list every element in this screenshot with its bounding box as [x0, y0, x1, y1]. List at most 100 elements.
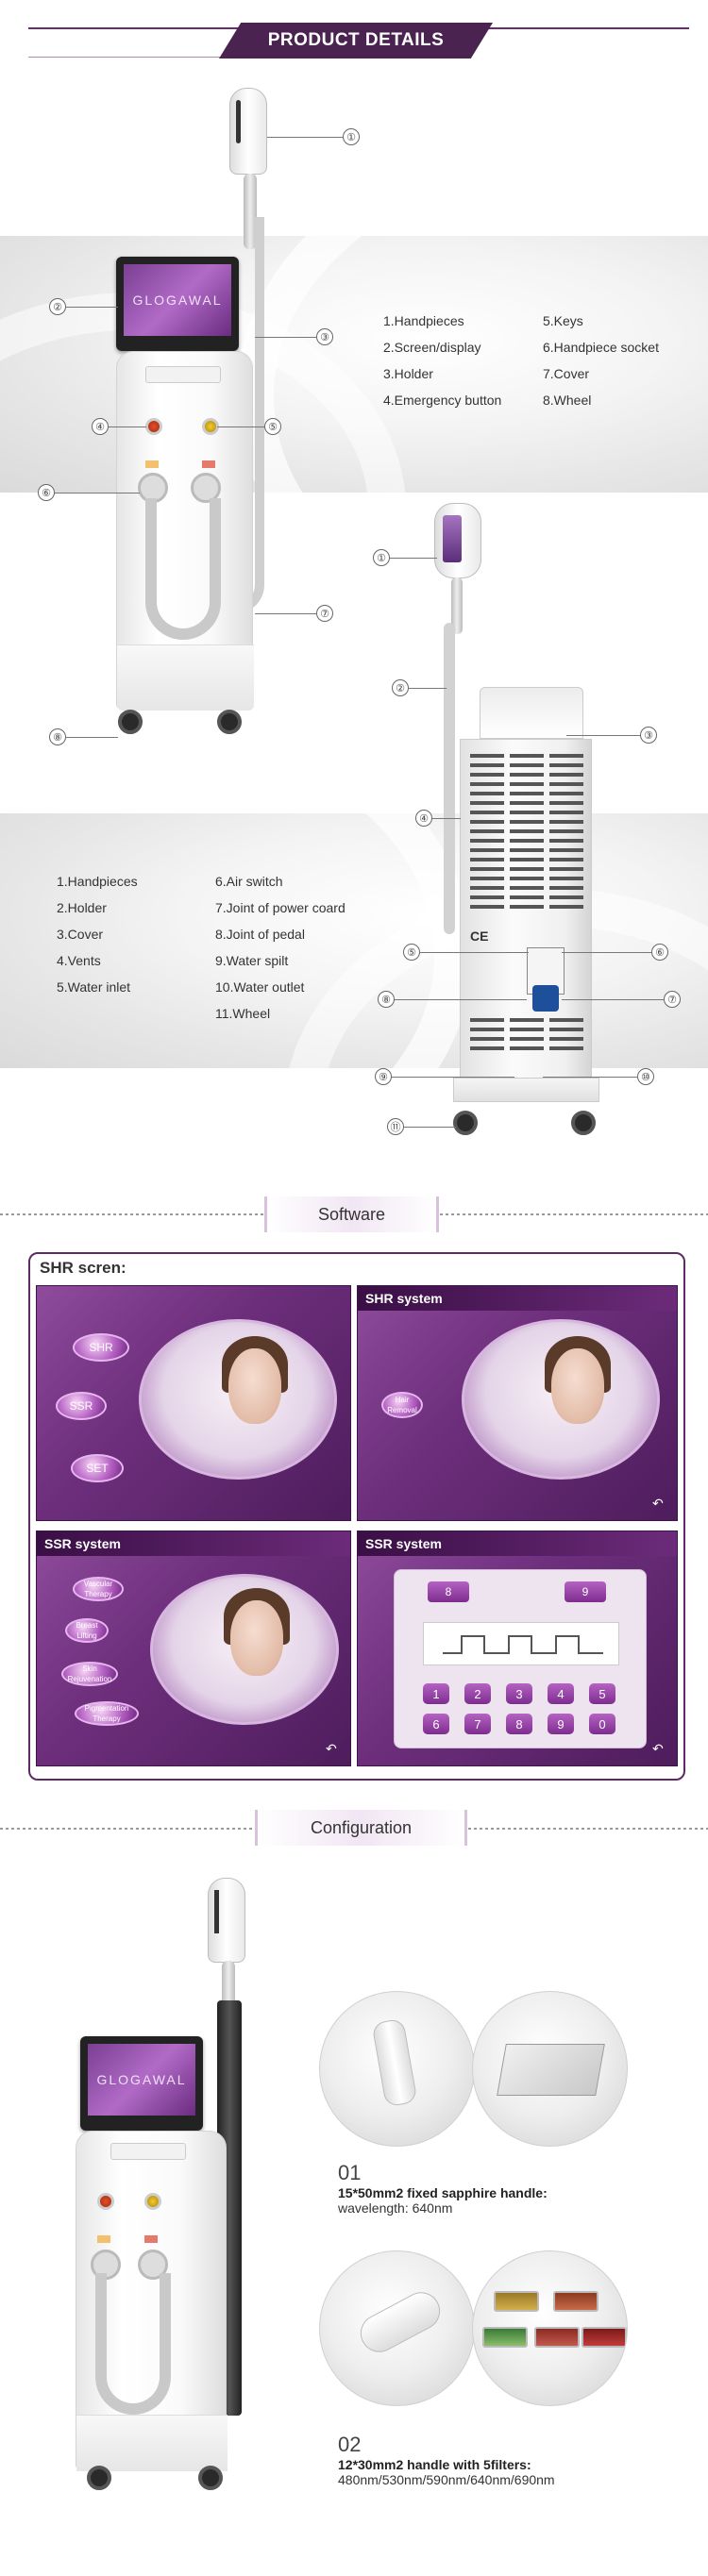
key[interactable]: 0 — [589, 1714, 615, 1734]
key[interactable]: 2 — [464, 1683, 491, 1704]
side-body: CE — [460, 739, 592, 1079]
callout-3: ③ — [640, 727, 657, 744]
legend-item: 9.Water spilt — [215, 953, 289, 968]
pulse-graph — [423, 1622, 619, 1665]
machine-base — [117, 644, 254, 711]
panel-shr-system: SHR system Hair Removal ↶ — [357, 1285, 678, 1521]
callout-8: ⑧ — [378, 991, 395, 1008]
handle-image-1 — [319, 1991, 475, 2147]
legend-item: 6.Air switch — [215, 874, 283, 889]
legend-item: 7.Joint of power coard — [215, 900, 346, 915]
section-title-configuration: Configuration — [255, 1810, 467, 1846]
vent — [470, 1018, 504, 1056]
item-title: 15*50mm2 fixed sapphire handle: — [338, 2185, 548, 2200]
hair-removal-button[interactable]: Hair Removal — [381, 1392, 423, 1418]
handle-image-2 — [319, 2250, 475, 2406]
skin-rejuvenation-button[interactable]: Skin Rejuvenation — [61, 1662, 118, 1686]
divider — [434, 1213, 708, 1215]
handpiece-cables — [145, 498, 221, 640]
indicator-label — [97, 2235, 110, 2243]
key[interactable]: 5 — [589, 1683, 615, 1704]
crystal-shape — [497, 2044, 605, 2096]
vent — [549, 754, 583, 914]
callout-7: ⑦ — [664, 991, 681, 1008]
callout-line — [255, 613, 316, 614]
callout-line — [562, 999, 664, 1000]
handpiece-cables — [95, 2273, 171, 2415]
keypad-area: 8 9 1 2 3 4 5 6 7 8 9 0 — [394, 1569, 647, 1748]
key[interactable]: 7 — [464, 1714, 491, 1734]
side-legend-col2: 6.Air switch 7.Joint of power coard 8.Jo… — [215, 868, 346, 1027]
face-oval — [462, 1319, 660, 1480]
ssr-button[interactable]: SSR — [56, 1392, 107, 1420]
param-button-a[interactable]: 8 — [428, 1581, 469, 1602]
item-title: 12*30mm2 handle with 5filters: — [338, 2457, 531, 2472]
touch-screen: GLOGAWAL — [116, 257, 239, 351]
screen-display: GLOGAWAL — [124, 264, 231, 336]
face — [230, 1600, 283, 1676]
callout-4: ④ — [92, 418, 109, 435]
callout-2: ② — [392, 679, 409, 696]
handpiece-top — [229, 88, 267, 175]
legend-item: 11.Wheel — [215, 1006, 271, 1021]
vent — [510, 1018, 544, 1056]
callout-7: ⑦ — [316, 605, 333, 622]
vascular-therapy-button[interactable]: Vascular Therapy — [73, 1577, 124, 1601]
handle-shape — [353, 2285, 447, 2359]
callout-line — [392, 1077, 514, 1078]
set-button[interactable]: SET — [71, 1454, 124, 1482]
callout-line — [267, 137, 343, 138]
side-base — [453, 1078, 599, 1102]
pulse-wave — [443, 1635, 603, 1654]
legend-item: 1.Handpieces — [57, 874, 138, 889]
key[interactable]: 9 — [548, 1714, 574, 1734]
software-label: SHR scren: — [40, 1259, 126, 1277]
section-title-text: Configuration — [310, 1817, 413, 1837]
callout-5: ⑤ — [403, 944, 420, 961]
front-legend-col2: 5.Keys 6.Handpiece socket 7.Cover 8.Whee… — [543, 308, 659, 413]
section-title-text: Software — [317, 1204, 386, 1224]
back-icon[interactable]: ↶ — [652, 1741, 664, 1756]
crystal-image-1 — [472, 1991, 628, 2147]
back-icon[interactable]: ↶ — [326, 1741, 337, 1756]
callout-line — [432, 818, 461, 819]
item-number: 02 — [338, 2433, 362, 2456]
wheel-icon — [453, 1111, 478, 1135]
panel-ssr-system: SSR system Vascular Therapy Breast Lifti… — [36, 1531, 351, 1766]
param-button-b[interactable]: 9 — [565, 1581, 606, 1602]
legend-item: 4.Vents — [57, 953, 101, 968]
shr-button[interactable]: SHR — [73, 1333, 129, 1362]
key[interactable]: 1 — [423, 1683, 449, 1704]
wheel-icon — [571, 1111, 596, 1135]
emergency-button-icon — [145, 418, 162, 435]
divider — [0, 1213, 269, 1215]
panel-title: SHR system — [358, 1286, 677, 1311]
callout-line — [66, 307, 118, 308]
callout-1: ① — [343, 128, 360, 145]
side-handpiece — [434, 503, 481, 578]
callout-4: ④ — [415, 810, 432, 827]
machine-body — [76, 2131, 228, 2471]
callout-line — [404, 1127, 456, 1128]
config-item-1: 01 15*50mm2 fixed sapphire handle: wavel… — [338, 2161, 548, 2216]
key[interactable]: 3 — [506, 1683, 532, 1704]
breast-lifting-button[interactable]: Breast Lifting — [65, 1618, 109, 1643]
callout-9: ⑨ — [375, 1068, 392, 1085]
panel-title: SSR system — [358, 1531, 677, 1556]
callout-line — [66, 737, 118, 738]
key[interactable]: 8 — [506, 1714, 532, 1734]
wheel-icon — [87, 2466, 111, 2490]
screen-brand: GLOGAWAL — [96, 2072, 187, 2087]
key-switch-icon — [144, 2193, 161, 2210]
back-icon[interactable]: ↶ — [652, 1496, 664, 1511]
touch-screen: GLOGAWAL — [80, 2036, 203, 2131]
key[interactable]: 6 — [423, 1714, 449, 1734]
callout-5: ⑤ — [264, 418, 281, 435]
filter-icon — [553, 2291, 598, 2312]
legend-item: 8.Wheel — [543, 393, 592, 408]
key[interactable]: 4 — [548, 1683, 574, 1704]
pigmentation-therapy-button[interactable]: Pigmentation Therapy — [75, 1701, 139, 1726]
face — [551, 1348, 604, 1424]
legend-item: 10.Water outlet — [215, 979, 305, 995]
callout-line — [255, 337, 316, 338]
